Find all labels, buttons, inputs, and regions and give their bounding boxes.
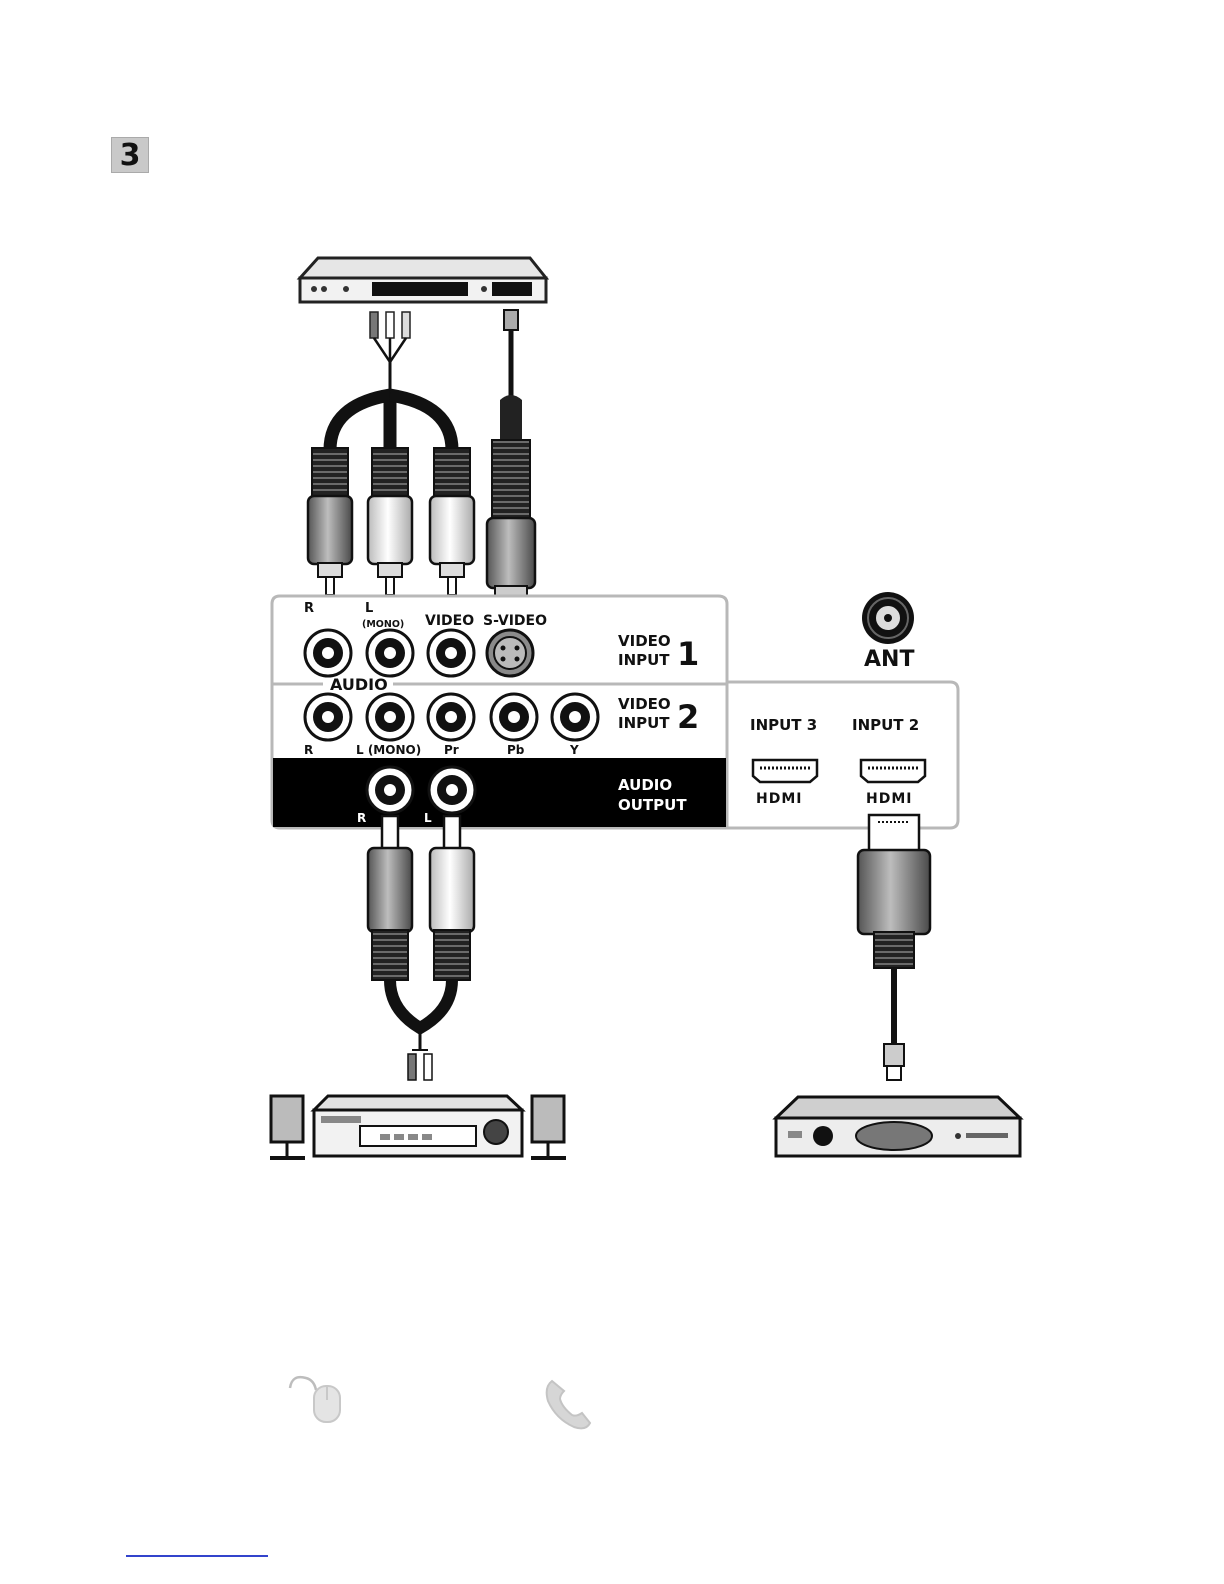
composite-av-cable [308, 312, 474, 595]
jack-input1-video [428, 630, 474, 676]
hdmi-logo-input-3: HDMI [756, 791, 802, 807]
hdmi-input-3-label: INPUT 3 [750, 716, 817, 734]
jack-input2-y [552, 694, 598, 740]
s-video-cable [487, 310, 535, 598]
jack-audio-out-l [429, 767, 475, 813]
hdmi-cable [858, 815, 930, 1080]
jack-audio-out-r [367, 767, 413, 813]
jack-input2-pr [428, 694, 474, 740]
set-top-box-device [776, 1097, 1020, 1156]
jack-input1-svideo [487, 630, 533, 676]
video-input-2-line1: VIDEO [618, 695, 671, 713]
label-in1-r: R [304, 601, 314, 616]
hdmi-logo-input-2: HDMI [866, 791, 912, 807]
jack-input1-audio-l [367, 630, 413, 676]
label-audio-out-r: R [357, 811, 366, 825]
hdmi-port-input-2 [861, 760, 925, 782]
label-in2-pb: Pb [507, 743, 525, 757]
dvd-player-device [300, 258, 546, 302]
audio-output-cable [368, 816, 474, 1080]
video-input-1-line1: VIDEO [618, 632, 671, 650]
footer-link-underline [126, 1555, 268, 1557]
label-in1-video: VIDEO [425, 613, 474, 629]
label-in2-y: Y [569, 743, 579, 757]
hdmi-port-input-3 [753, 760, 817, 782]
audio-output-line1: AUDIO [618, 776, 672, 794]
mouse-icon [286, 1368, 344, 1428]
label-in2-pr: Pr [444, 743, 459, 757]
phone-icon [542, 1375, 598, 1433]
left-speaker [270, 1096, 305, 1158]
label-in2-l: L (MONO) [356, 743, 421, 757]
jack-input2-pb [491, 694, 537, 740]
video-input-2-line2: INPUT [618, 714, 670, 732]
label-in1-mono: (MONO) [362, 619, 404, 630]
jack-input1-audio-r [305, 630, 351, 676]
audio-output-line2: OUTPUT [618, 796, 687, 814]
video-input-1-line2: INPUT [618, 651, 670, 669]
video-input-2-number: 2 [677, 698, 699, 736]
antenna-jack [862, 592, 914, 644]
jack-input2-audio-r [305, 694, 351, 740]
label-in1-l: L [365, 601, 373, 616]
video-input-1-number: 1 [677, 635, 699, 673]
label-audio-out-l: L [424, 811, 432, 825]
audio-receiver-device [270, 1096, 566, 1158]
jack-input2-audio-l [367, 694, 413, 740]
hdmi-input-2-label: INPUT 2 [852, 716, 919, 734]
label-in2-r: R [304, 743, 313, 757]
audio-group-label: AUDIO [330, 675, 388, 694]
antenna-label: ANT [864, 647, 914, 672]
label-in1-svideo: S-VIDEO [483, 613, 547, 629]
right-speaker [531, 1096, 566, 1158]
